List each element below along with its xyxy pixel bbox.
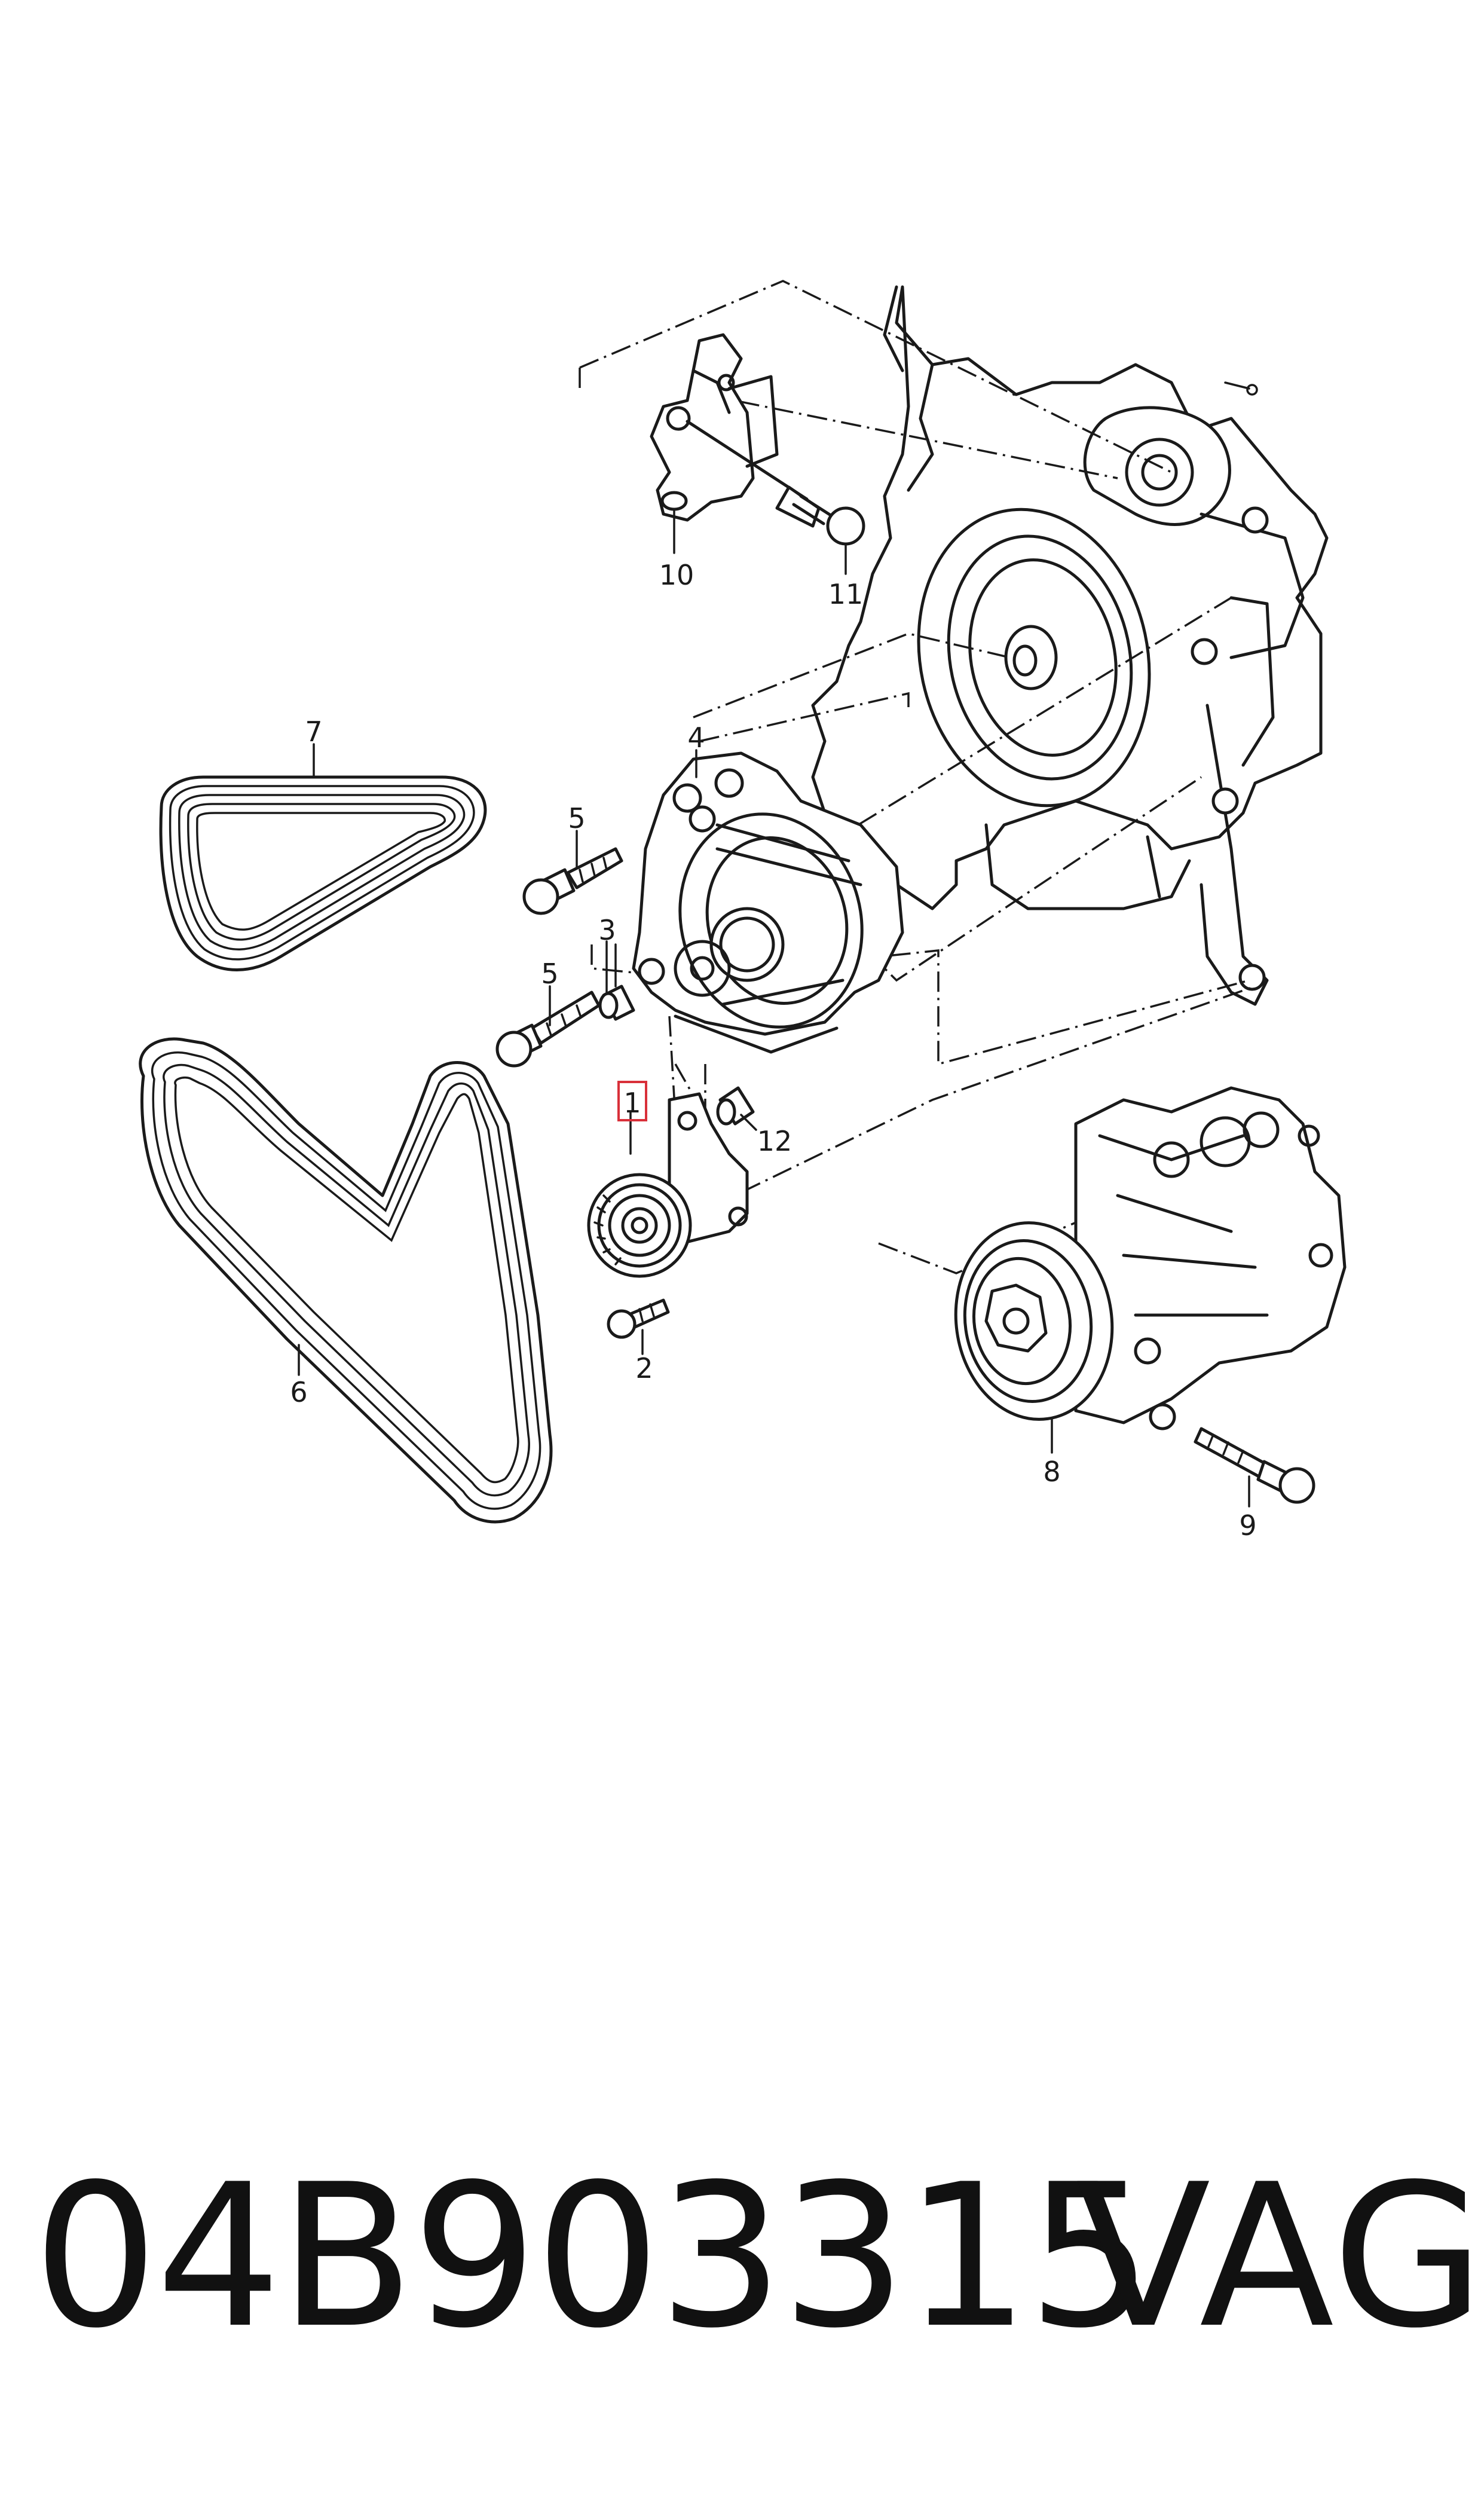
brand-caption: VAG [1076, 2142, 1484, 2371]
callout-8: 8 [1043, 1456, 1060, 1488]
callout-5-upper: 5 [568, 802, 585, 834]
callout-leader-lines [298, 743, 697, 1376]
part-number-caption: 04B903315 [33, 2142, 1153, 2371]
bolt-5-upper [522, 847, 623, 915]
callout-labels: 1 2 3 4 5 5 6 7 8 9 10 11 12 [290, 559, 1256, 1542]
callout-12: 12 [757, 1125, 793, 1157]
bracket-10 [650, 333, 779, 522]
callout-9: 9 [1239, 1509, 1256, 1542]
callout-7: 7 [305, 716, 322, 748]
callout-1: 1 [623, 1087, 641, 1119]
bolt-11 [673, 420, 865, 575]
callout-11: 11 [828, 578, 864, 610]
sleeve-3 [598, 943, 635, 1021]
highlighted-callout-box [617, 1081, 647, 1121]
bolt-9 [1194, 1427, 1315, 1508]
callout-2: 2 [635, 1352, 653, 1384]
bolt-2 [607, 1298, 670, 1355]
belt-7 [159, 775, 487, 971]
callout-3: 3 [598, 914, 616, 946]
sleeve-12 [716, 1086, 757, 1131]
alternator-4 [632, 751, 904, 1054]
bolt-5-lower [495, 990, 601, 1068]
ac-compressor-8 [954, 1086, 1347, 1454]
engine-block [811, 285, 1329, 1006]
callout-6: 6 [290, 1376, 307, 1408]
belt-6 [139, 1037, 553, 1524]
callout-10: 10 [659, 559, 694, 591]
tensioner-1 [587, 1092, 749, 1278]
callout-4: 4 [687, 722, 705, 754]
callout-5-lower: 5 [541, 958, 558, 990]
